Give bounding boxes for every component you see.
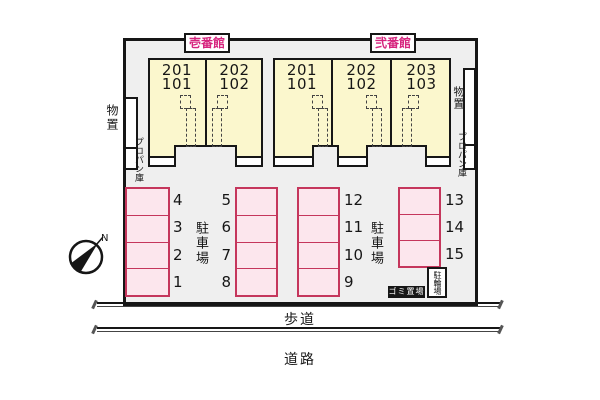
parking-space xyxy=(237,189,276,216)
compass-north-label: N xyxy=(101,233,108,244)
building-1-name-badge: 壱番館 xyxy=(184,33,230,53)
bicycle-parking-box: 駐輪場 xyxy=(427,267,447,298)
parking-lot-label-right: 駐車場 xyxy=(368,221,383,266)
building-1-unit-2-label: 202 102 xyxy=(206,61,263,93)
parking-column-1 xyxy=(125,187,170,297)
unit-number-upper: 202 xyxy=(219,61,250,79)
entrance-path-icon xyxy=(372,108,382,147)
building-2-name-badge: 弐番館 xyxy=(370,33,416,53)
parking-number: 5 xyxy=(221,191,231,209)
unit-number-lower: 102 xyxy=(346,75,377,93)
building-2-unit-1-label: 201 101 xyxy=(273,61,331,93)
unit-number-lower: 101 xyxy=(161,75,193,93)
bicycle-parking-label: 駐輪場 xyxy=(433,271,442,295)
propane-right-label: プロパン庫 xyxy=(456,132,466,177)
entrance-path-icon xyxy=(212,108,222,147)
unit-number-upper: 203 xyxy=(406,61,437,79)
building-2-unit-divider xyxy=(390,58,392,147)
sidewalk-label: 歩道 xyxy=(284,312,316,328)
parking-number: 12 xyxy=(344,191,364,209)
parking-space xyxy=(400,215,439,241)
unit-number-lower: 103 xyxy=(406,75,437,93)
storage-left-box xyxy=(124,97,138,170)
entrance-path-icon xyxy=(217,95,228,109)
parking-space xyxy=(127,216,168,243)
unit-number-lower: 101 xyxy=(286,75,318,93)
parking-space xyxy=(127,269,168,295)
parking-column-4 xyxy=(398,187,441,268)
north-compass-icon: N xyxy=(68,233,108,275)
building-2-unit-divider xyxy=(331,58,333,147)
storage-right-divider xyxy=(464,144,475,146)
parking-space xyxy=(299,189,338,216)
storage-left-label: 物置 xyxy=(105,104,119,132)
entrance-path-icon xyxy=(312,95,323,109)
storage-right-label: 物置 xyxy=(452,86,465,110)
sidewalk-line xyxy=(97,327,500,329)
unit-number-upper: 202 xyxy=(346,61,377,79)
building-2-unit-2-label: 202 102 xyxy=(333,61,390,93)
garbage-area-box: ゴミ置場 xyxy=(388,286,425,298)
entrance-path-icon xyxy=(366,95,377,109)
building-1-unit-1-label: 201 101 xyxy=(148,61,206,93)
entrance-path-icon xyxy=(186,108,196,147)
parking-space xyxy=(299,243,338,270)
entrance-path-icon xyxy=(408,95,419,109)
parking-space xyxy=(127,189,168,216)
parking-number: 2 xyxy=(173,246,183,264)
unit-number-upper: 201 xyxy=(161,61,193,79)
parking-number: 15 xyxy=(445,245,465,263)
unit-number-lower: 102 xyxy=(219,75,250,93)
parking-number: 4 xyxy=(173,191,183,209)
parking-number: 9 xyxy=(344,273,354,291)
storage-left-divider xyxy=(125,147,137,149)
parking-column-3 xyxy=(297,187,340,297)
parking-space xyxy=(299,269,338,295)
building-1-unit-divider xyxy=(205,58,207,147)
building-2-porch xyxy=(425,156,451,167)
building-2-unit-3-label: 203 103 xyxy=(392,61,451,93)
building-1-porch xyxy=(235,156,263,167)
sidewalk-line xyxy=(97,302,500,304)
building-2-porch xyxy=(273,156,314,167)
sidewalk-line xyxy=(97,331,500,332)
unit-number-upper: 201 xyxy=(286,61,318,79)
entrance-path-icon xyxy=(318,108,328,147)
building-2-porch xyxy=(337,156,368,167)
entrance-path-icon xyxy=(180,95,191,109)
parking-number: 11 xyxy=(344,218,364,236)
parking-space xyxy=(400,189,439,215)
parking-number: 3 xyxy=(173,218,183,236)
parking-number: 7 xyxy=(221,246,231,264)
entrance-path-icon xyxy=(402,108,412,147)
building-1-porch xyxy=(148,156,176,167)
line-break-mark xyxy=(91,299,98,310)
parking-space xyxy=(237,269,276,295)
propane-left-label: プロパン庫 xyxy=(133,137,143,182)
sidewalk-line xyxy=(97,306,500,307)
parking-number: 14 xyxy=(445,218,465,236)
parking-number: 10 xyxy=(344,246,364,264)
parking-number: 6 xyxy=(221,218,231,236)
road-label: 道路 xyxy=(284,352,316,368)
parking-space xyxy=(400,241,439,266)
parking-space xyxy=(237,216,276,243)
parking-number: 1 xyxy=(173,273,183,291)
parking-lot-label-left: 駐車場 xyxy=(193,221,208,266)
parking-column-2 xyxy=(235,187,278,297)
parking-number: 13 xyxy=(445,191,465,209)
parking-space xyxy=(237,243,276,270)
parking-space xyxy=(299,216,338,243)
parking-number: 8 xyxy=(221,273,231,291)
parking-space xyxy=(127,243,168,270)
